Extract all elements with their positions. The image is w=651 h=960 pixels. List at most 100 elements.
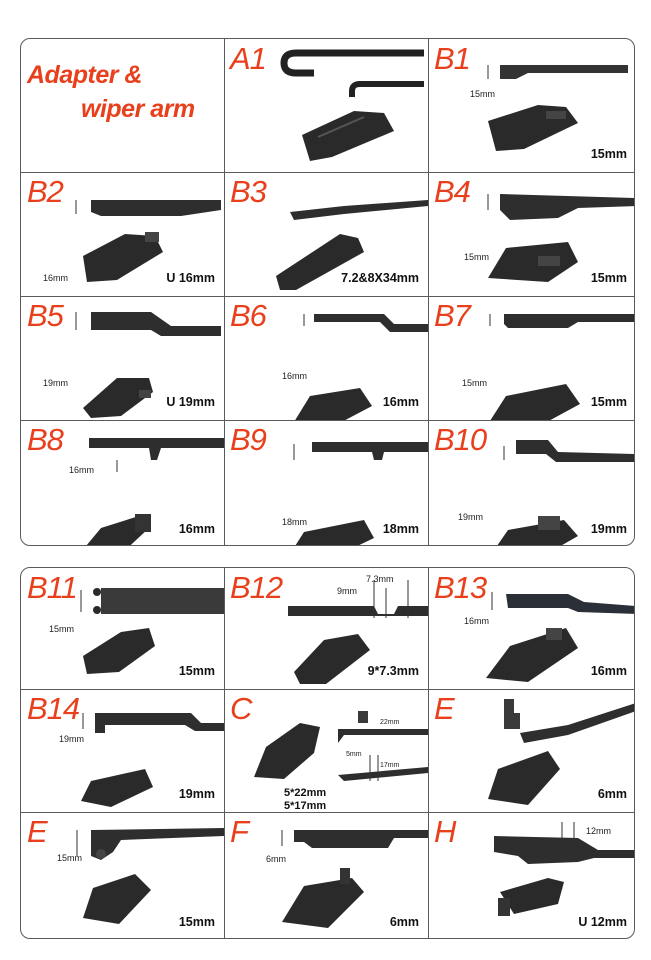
wiper-arm-hook-illustration <box>280 49 424 161</box>
adapter-size: 19mm <box>178 787 215 801</box>
adapter-illustration <box>86 438 224 545</box>
adapter-illustration <box>494 822 634 916</box>
adapter-cell-b14: B14 19mm 19mm <box>21 689 224 812</box>
adapter-illustration <box>497 440 634 545</box>
adapter-code: B5 <box>27 298 64 333</box>
grid-divider <box>21 420 634 421</box>
adapter-cell-b3: B3 7.2&8X34mm <box>224 172 428 296</box>
dimension-label: 6mm <box>266 854 286 864</box>
adapter-code: B9 <box>230 422 267 457</box>
dimension-label: 19mm <box>458 512 484 522</box>
adapter-illustration <box>281 830 428 928</box>
grid-divider <box>21 812 634 813</box>
dimension-label: 16mm <box>69 465 95 475</box>
title-line-1: Adapter & <box>27 61 142 89</box>
adapter-code: B1 <box>434 41 471 76</box>
adapter-size: 6mm <box>597 787 627 801</box>
adapter-size: 15mm <box>178 664 215 678</box>
adapter-illustration <box>75 312 221 418</box>
title-line-2: wiper arm <box>81 95 195 123</box>
adapter-cell-c: C 22mm 5mm 17mm 5*22mm 5*17mm <box>224 689 428 812</box>
dimension-label: 19mm <box>59 734 85 744</box>
dimension-label: 15mm <box>57 853 83 863</box>
adapter-cell-b1: B1 15mm 15mm <box>428 39 634 172</box>
adapter-illustration <box>276 200 428 290</box>
adapter-cell-b6: B6 16mm 16mm <box>224 296 428 420</box>
adapter-size: U 19mm <box>166 395 215 409</box>
adapter-cell-b11: B11 15mm 15mm <box>21 568 224 689</box>
adapter-cell-b8: B8 16mm 16mm <box>21 420 224 545</box>
adapter-code: B12 <box>230 570 283 605</box>
adapter-cell-h: H 12mm U 12mm <box>428 812 634 938</box>
adapter-illustration <box>75 200 221 282</box>
adapter-panel-bottom: B11 15mm 15mm B12 7.3mm 9mm 9*7.3mm B13 <box>20 567 635 939</box>
adapter-code: B3 <box>230 174 267 209</box>
grid-divider <box>428 39 429 545</box>
adapter-cell-e1: E 6mm <box>428 689 634 812</box>
adapter-size: 15mm <box>590 147 627 161</box>
adapter-cell-e2: E 15mm 15mm <box>21 812 224 938</box>
adapter-code: B2 <box>27 174 64 209</box>
adapter-illustration <box>254 711 428 781</box>
adapter-code: B10 <box>434 422 487 457</box>
adapter-cell-a1: A1 <box>224 39 428 172</box>
adapter-cell-b10: B10 19mm 19mm <box>428 420 634 545</box>
adapter-code: H <box>434 814 456 849</box>
adapter-size: 6mm <box>389 915 419 929</box>
adapter-illustration <box>487 65 628 151</box>
grid-divider <box>428 568 429 938</box>
adapter-illustration <box>488 699 634 805</box>
adapter-illustration <box>80 588 224 674</box>
adapter-size: 16mm <box>178 522 215 536</box>
adapter-illustration <box>293 442 428 545</box>
adapter-illustration <box>295 314 428 420</box>
adapter-illustration <box>489 314 634 420</box>
dimension-label: 16mm <box>43 273 69 283</box>
adapter-code: B11 <box>27 570 78 605</box>
dimension-label: 15mm <box>464 252 490 262</box>
adapter-size: 15mm <box>590 271 627 285</box>
dimension-label: 12mm <box>586 826 612 836</box>
adapter-panel-top: Adapter & wiper arm A1 B1 15mm 15mm B2 <box>20 38 635 546</box>
adapter-illustration <box>486 592 634 682</box>
adapter-code: B8 <box>27 422 64 457</box>
dimension-label: 15mm <box>470 89 496 99</box>
title-cell: Adapter & wiper arm <box>21 39 224 172</box>
adapter-size: 9*7.3mm <box>367 664 419 678</box>
adapter-size: 16mm <box>382 395 419 409</box>
adapter-size: 16mm <box>590 664 627 678</box>
adapter-size: 18mm <box>382 522 419 536</box>
adapter-size-list: 5*22mm 5*17mm <box>284 787 326 813</box>
grid-divider <box>21 172 634 173</box>
adapter-illustration <box>288 580 428 684</box>
adapter-code: B6 <box>230 298 267 333</box>
adapter-size: 15mm <box>590 395 627 409</box>
adapter-code: F <box>230 814 249 849</box>
adapter-code: B13 <box>434 570 487 605</box>
adapter-cell-b2: B2 16mm U 16mm <box>21 172 224 296</box>
adapter-illustration <box>76 828 224 924</box>
grid-divider <box>224 39 225 545</box>
adapter-code: A1 <box>230 41 267 76</box>
grid-divider <box>224 568 225 938</box>
adapter-size: 5*17mm <box>284 800 327 812</box>
adapter-code: E <box>27 814 48 849</box>
dimension-label: 18mm <box>282 517 308 527</box>
adapter-code: E <box>434 691 455 726</box>
adapter-cell-b9: B9 18mm 18mm <box>224 420 428 545</box>
dimension-label: 17mm <box>380 762 400 769</box>
dimension-label: 19mm <box>43 378 69 388</box>
adapter-size: 19mm <box>590 522 627 536</box>
adapter-size: U 12mm <box>578 915 627 929</box>
adapter-illustration <box>81 713 224 807</box>
dimension-label: 5mm <box>346 751 362 758</box>
dimension-label: 7.3mm <box>366 574 394 584</box>
dimension-label: 15mm <box>49 624 75 634</box>
adapter-cell-b7: B7 15mm 15mm <box>428 296 634 420</box>
adapter-cell-b5: B5 19mm U 19mm <box>21 296 224 420</box>
adapter-cell-b4: B4 15mm 15mm <box>428 172 634 296</box>
adapter-size: 5*22mm <box>284 787 327 799</box>
adapter-size: 7.2&8X34mm <box>341 271 419 285</box>
adapter-code: B7 <box>434 298 471 333</box>
adapter-cell-f: F 6mm 6mm <box>224 812 428 938</box>
